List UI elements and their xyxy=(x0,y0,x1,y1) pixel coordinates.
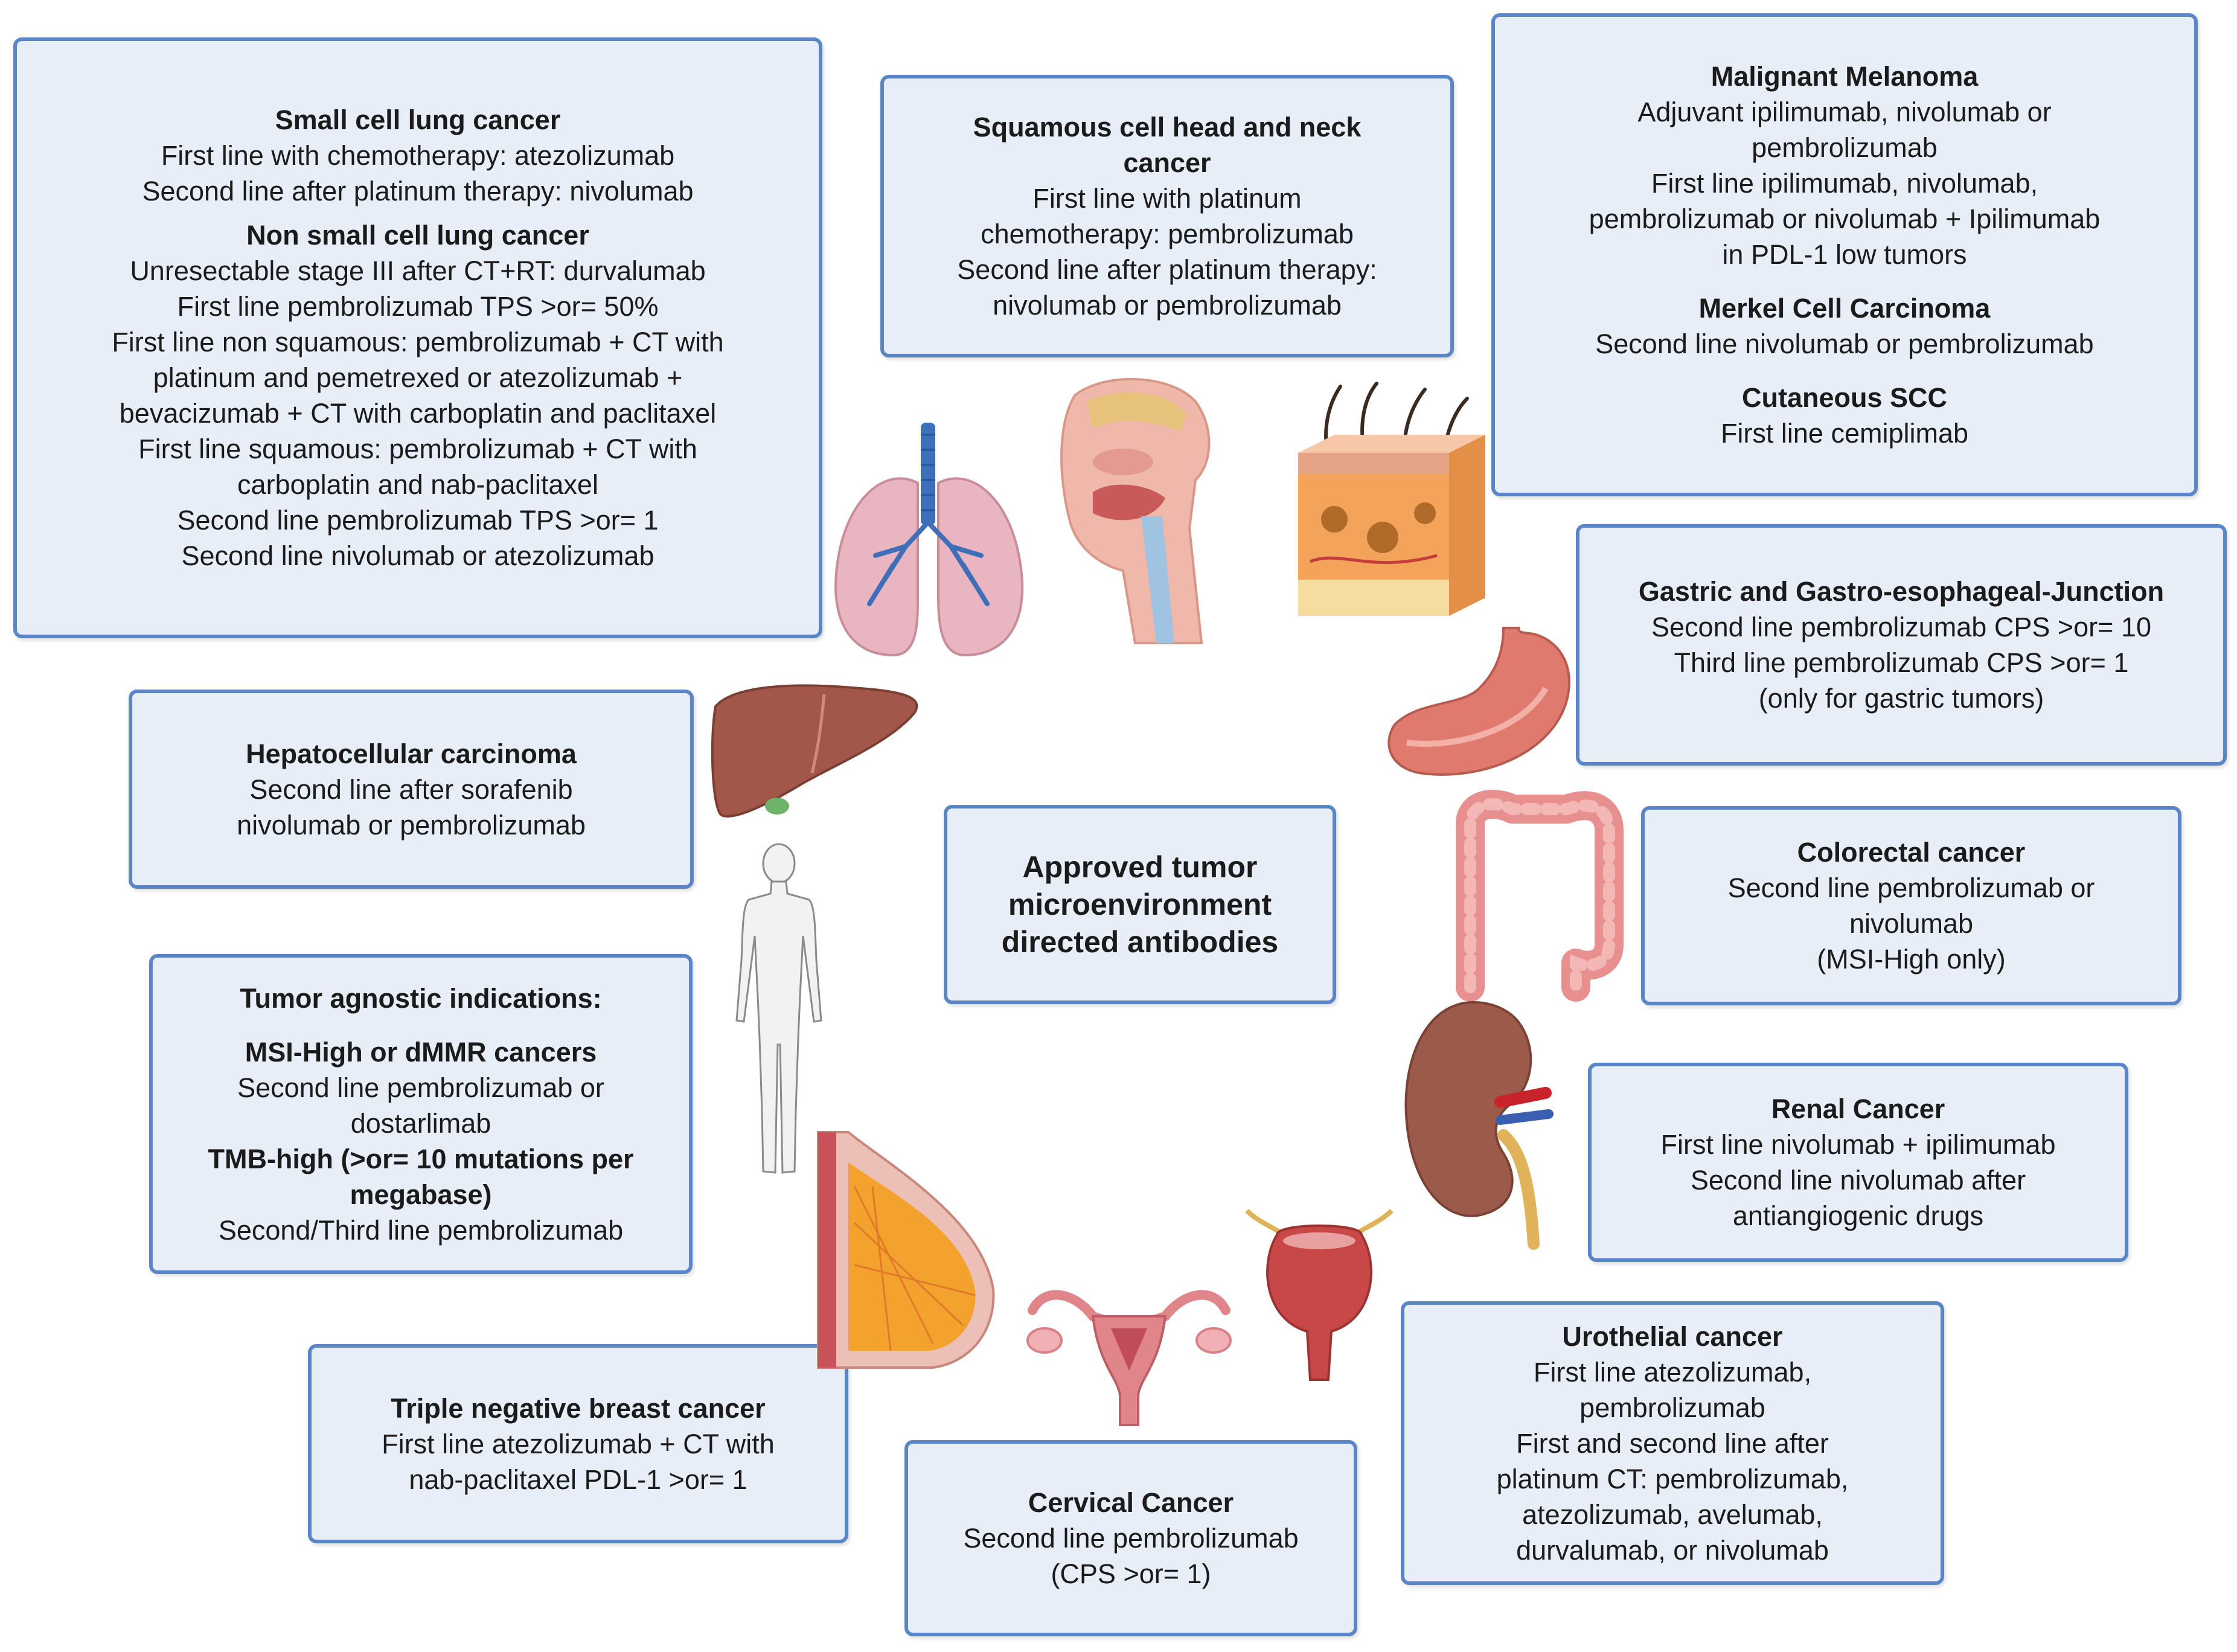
melanoma-line: pembrolizumab xyxy=(1752,132,1938,163)
nsclc-line: Second line pembrolizumab TPS >or= 1 xyxy=(177,505,659,536)
gastric-line: Second line pembrolizumab CPS >or= 10 xyxy=(1651,612,2151,642)
cscc-line: First line cemiplimab xyxy=(1720,418,1969,449)
liver-icon xyxy=(711,684,918,818)
urothelial-line: First line atezolizumab, xyxy=(1533,1356,1812,1388)
gastric-line: Third line pembrolizumab CPS >or= 1 xyxy=(1674,647,2129,678)
urothelial-cancer-box: Urothelial cancer First line atezolizuma… xyxy=(1401,1301,1944,1585)
skin-cancer-box: Malignant Melanoma Adjuvant ipilimumab, … xyxy=(1491,13,2198,496)
breast-line: nab-paclitaxel PDL-1 >or= 1 xyxy=(409,1464,747,1495)
head-neck-line: First line with platinum xyxy=(1032,183,1302,214)
tmb-title: megabase) xyxy=(350,1179,492,1210)
nsclc-line: First line pembrolizumab TPS >or= 50% xyxy=(177,291,659,322)
urothelial-line: First and second line after xyxy=(1516,1427,1829,1459)
liver-title: Hepatocellular carcinoma xyxy=(246,738,577,769)
nsclc-line: First line squamous: pembrolizumab + CT … xyxy=(138,434,697,464)
sclc-title: Small cell lung cancer xyxy=(275,104,561,135)
colorectal-line: nivolumab xyxy=(1849,908,1974,939)
urothelial-line: pembrolizumab xyxy=(1579,1392,1765,1423)
center-title: microenvironment xyxy=(1008,888,1272,921)
renal-line: antiangiogenic drugs xyxy=(1732,1200,1984,1231)
breast-title: Triple negative breast cancer xyxy=(391,1392,766,1424)
renal-title: Renal Cancer xyxy=(1771,1093,1945,1124)
gastric-title: Gastric and Gastro-esophageal-Junction xyxy=(1638,576,2165,607)
head-neck-cancer-box: Squamous cell head and neck cancer First… xyxy=(880,75,1454,357)
renal-cancer-box: Renal Cancer First line nivolumab + ipil… xyxy=(1588,1063,2128,1262)
cscc-title: Cutaneous SCC xyxy=(1741,382,1948,413)
colorectal-line: Second line pembrolizumab or xyxy=(1727,872,2095,903)
colorectal-line: (MSI-High only) xyxy=(1817,944,2006,975)
merkel-line: Second line nivolumab or pembrolizumab xyxy=(1595,328,2094,359)
center-title-box: Approved tumor microenvironment directed… xyxy=(944,805,1336,1004)
melanoma-title: Malignant Melanoma xyxy=(1711,61,1979,92)
urothelial-line: atezolizumab, avelumab, xyxy=(1522,1499,1823,1530)
melanoma-line: pembrolizumab or nivolumab + Ipilimumab xyxy=(1589,203,2101,234)
liver-line: nivolumab or pembrolizumab xyxy=(237,809,586,840)
urothelial-title: Urothelial cancer xyxy=(1562,1321,1783,1352)
nsclc-title: Non small cell lung cancer xyxy=(246,220,589,251)
sclc-line: First line with chemotherapy: atezolizum… xyxy=(161,140,675,171)
msi-line: dostarlimab xyxy=(350,1107,491,1139)
nsclc-line: Second line nivolumab or atezolizumab xyxy=(181,540,654,571)
nsclc-line: platinum and pemetrexed or atezolizumab … xyxy=(153,362,683,393)
tmb-title: TMB-high (>or= 10 mutations per xyxy=(208,1143,634,1174)
colon-icon xyxy=(1456,790,1624,1002)
center-title: Approved tumor xyxy=(1022,850,1258,884)
urothelial-line: platinum CT: pembrolizumab, xyxy=(1496,1463,1849,1494)
melanoma-line: Adjuvant ipilimumab, nivolumab or xyxy=(1637,97,2052,127)
uterus-icon xyxy=(1026,1290,1232,1426)
lungs-icon xyxy=(834,423,1024,657)
colorectal-title: Colorectal cancer xyxy=(1797,837,2026,868)
nsclc-line: carboplatin and nab-paclitaxel xyxy=(237,469,598,500)
merkel-title: Merkel Cell Carcinoma xyxy=(1698,293,1991,324)
msi-line: Second line pembrolizumab or xyxy=(237,1072,604,1103)
head-neck-line: chemotherapy: pembrolizumab xyxy=(981,219,1354,249)
cervical-line: (CPS >or= 1) xyxy=(1051,1558,1211,1589)
gastric-line: (only for gastric tumors) xyxy=(1758,683,2044,714)
tumor-agnostic-box: Tumor agnostic indications: MSI-High or … xyxy=(149,954,693,1274)
cervical-title: Cervical Cancer xyxy=(1028,1487,1234,1518)
agnostic-title: Tumor agnostic indications: xyxy=(240,982,602,1014)
head-neck-line: Second line after platinum therapy: xyxy=(957,254,1377,285)
breast-line: First line atezolizumab + CT with xyxy=(382,1428,775,1459)
bladder-icon xyxy=(1245,1209,1394,1381)
melanoma-line: in PDL-1 low tumors xyxy=(1722,239,1967,270)
liver-cancer-box: Hepatocellular carcinoma Second line aft… xyxy=(129,690,694,889)
nsclc-line: First line non squamous: pembrolizumab +… xyxy=(112,327,724,357)
skin-icon xyxy=(1298,382,1485,616)
melanoma-line: First line ipilimumab, nivolumab, xyxy=(1651,168,2038,199)
liver-line: Second line after sorafenib xyxy=(249,773,573,805)
kidney-icon xyxy=(1404,1000,1554,1250)
lung-cancer-box: Small cell lung cancer First line with c… xyxy=(13,37,822,638)
colorectal-cancer-box: Colorectal cancer Second line pembrolizu… xyxy=(1641,806,2181,1005)
head-neck-line: nivolumab or pembrolizumab xyxy=(993,290,1342,321)
sclc-line: Second line after platinum therapy: nivo… xyxy=(142,176,694,206)
gastric-cancer-box: Gastric and Gastro-esophageal-Junction S… xyxy=(1576,524,2227,766)
head-neck-icon xyxy=(1060,377,1211,644)
head-neck-title: cancer xyxy=(1123,147,1211,178)
stomach-icon xyxy=(1387,627,1570,776)
renal-line: First line nivolumab + ipilimumab xyxy=(1660,1129,2056,1160)
urothelial-line: durvalumab, or nivolumab xyxy=(1516,1534,1829,1566)
breast-cancer-box: Triple negative breast cancer First line… xyxy=(308,1344,848,1543)
human-body-icon xyxy=(735,843,822,1174)
msi-title: MSI-High or dMMR cancers xyxy=(245,1036,597,1068)
renal-line: Second line nivolumab after xyxy=(1690,1165,2026,1196)
head-neck-title: Squamous cell head and neck xyxy=(973,112,1362,142)
nsclc-line: Unresectable stage III after CT+RT: durv… xyxy=(130,255,706,286)
center-title: directed antibodies xyxy=(1001,925,1279,959)
breast-icon xyxy=(817,1131,995,1369)
nsclc-line: bevacizumab + CT with carboplatin and pa… xyxy=(119,398,717,429)
tmb-line: Second/Third line pembrolizumab xyxy=(218,1214,624,1246)
cervical-cancer-box: Cervical Cancer Second line pembrolizuma… xyxy=(904,1440,1357,1636)
cervical-line: Second line pembrolizumab xyxy=(963,1523,1299,1554)
